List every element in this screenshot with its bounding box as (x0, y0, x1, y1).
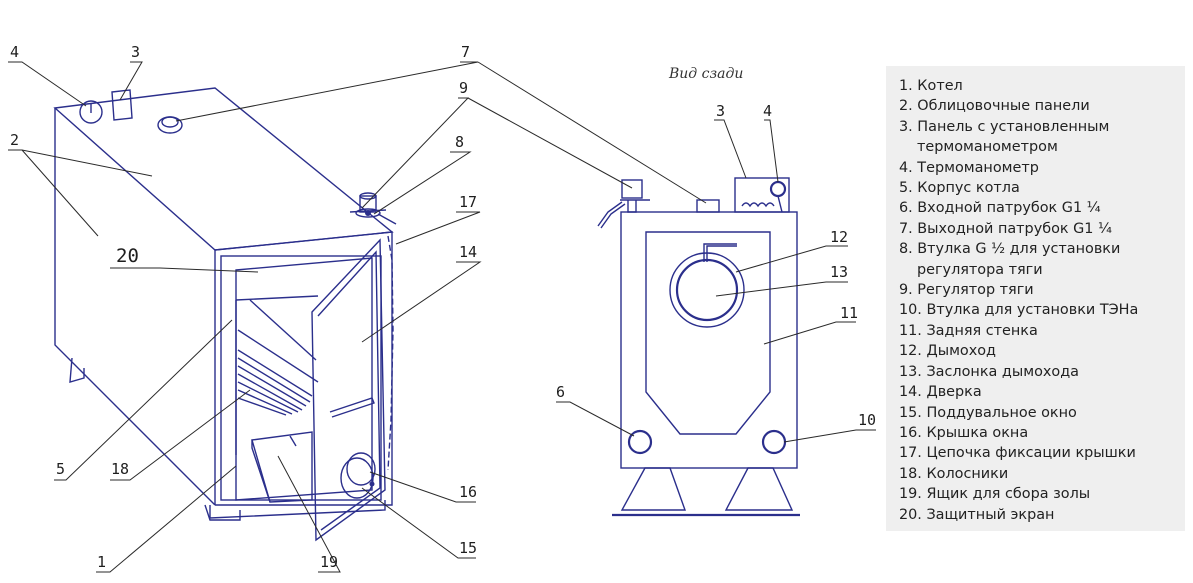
inlet-pipe (627, 429, 653, 455)
callout-11: 11 (840, 304, 858, 322)
flue-damper (675, 258, 739, 322)
legend-item: 14. Дверка (899, 382, 1185, 402)
callout-numbers: 4 3 2 7 9 8 17 20 14 5 18 1 19 16 15 3 4… (10, 43, 876, 571)
heater-bushing (761, 429, 787, 455)
legend-item-text: 1. Котел (899, 78, 963, 94)
legend-item: 18. Колосники (899, 464, 1185, 484)
legend-item-text: 20. Защитный экран (899, 506, 1055, 523)
legend-item-text: 8. Втулка G ½ для установки (899, 241, 1121, 258)
legend-item-text: 5. Корпус котла (899, 180, 1020, 197)
boiler-side-face (54, 108, 216, 506)
legend-item-text: 3. Панель с установленным (899, 118, 1110, 135)
legend-item: 1. Котел (899, 76, 1185, 96)
draught-regulator (349, 192, 397, 225)
legend-item: 16. Крышка окна (899, 423, 1185, 443)
legend-item: 20. Защитный экран (899, 505, 1185, 525)
legend-list: 1. Котел 2. Облицовочные панели 3. Панел… (899, 76, 1185, 525)
front-view (53, 87, 397, 542)
legend-item: 13. Заслонка дымохода (899, 362, 1185, 382)
rear-view: Вид сзади (597, 66, 800, 517)
callout-14: 14 (459, 243, 477, 261)
legend-item: 9. Регулятор тяги (899, 280, 1185, 300)
callout-3: 3 (131, 43, 140, 61)
grate-bars (237, 349, 313, 416)
legend-item-text: 18. Колосники (899, 465, 1009, 482)
thermomanometer (79, 100, 103, 124)
legend-item-text: 7. Выходной патрубок G1 ¼ (899, 220, 1112, 237)
callout-8: 8 (455, 133, 464, 151)
legend-item-continuation: термоманометром (917, 139, 1058, 156)
callout-2: 2 (10, 131, 19, 149)
callout-7: 7 (461, 43, 470, 61)
boiler-top-face (53, 87, 394, 251)
callout-15: 15 (459, 539, 477, 557)
legend-item: 10. Втулка для установки ТЭНа (899, 300, 1185, 320)
legend-item: 2. Облицовочные панели (899, 96, 1185, 116)
legend-item: 8. Втулка G ½ для установки регулятора тя… (899, 239, 1185, 280)
rear-thermometer-panel (734, 177, 790, 213)
callout-16: 16 (459, 483, 477, 501)
callout-5: 5 (56, 460, 65, 478)
callout-10: 10 (858, 411, 876, 429)
legend-item: 4. Термоманометр (899, 158, 1185, 178)
protective-screen (235, 257, 373, 501)
legend-item: 6. Входной патрубок G1 ¼ (899, 198, 1185, 218)
rear-thermomanometer (769, 180, 787, 198)
legend-item-text: 12. Дымоход (899, 343, 996, 360)
callout-13: 13 (830, 263, 848, 281)
legend-item: 11. Задняя стенка (899, 321, 1185, 341)
callout-rear-4: 4 (763, 102, 772, 120)
legend-item-text: 10. Втулка для установки ТЭНа (899, 302, 1139, 319)
callout-18: 18 (111, 460, 129, 478)
door (311, 238, 386, 542)
legend-item-text: 6. Входной патрубок G1 ¼ (899, 200, 1101, 217)
legend-item-text: 11. Задняя стенка (899, 322, 1038, 339)
ash-box (251, 431, 313, 503)
legend-item-text: 9. Регулятор тяги (899, 282, 1034, 299)
legend-item-text: 17. Цепочка фиксации крышки (899, 445, 1136, 462)
legend-item-text: 14. Дверка (899, 384, 982, 401)
legend-item: 7. Выходной патрубок G1 ¼ (899, 219, 1185, 239)
thermometer-panel (111, 89, 133, 121)
flue (669, 252, 745, 328)
cover-chain (387, 235, 394, 471)
callout-12: 12 (830, 228, 848, 246)
callout-6: 6 (556, 383, 565, 401)
legend-item-text: 4. Термоманометр (899, 159, 1039, 176)
outlet-pipe (157, 116, 183, 134)
rear-leg-right (724, 467, 794, 511)
legend-item-text: 2. Облицовочные панели (899, 98, 1090, 115)
legend-item-text: 13. Заслонка дымохода (899, 363, 1079, 380)
rear-leg-left (620, 467, 686, 511)
callout-17: 17 (459, 193, 477, 211)
callout-1: 1 (97, 553, 106, 571)
callout-4: 4 (10, 43, 19, 61)
legend-item-text: 19. Ящик для сбора золы (899, 486, 1091, 503)
window-cover (346, 452, 376, 486)
legend-item: 19. Ящик для сбора золы (899, 484, 1185, 504)
legend-item: 17. Цепочка фиксации крышки (899, 443, 1185, 463)
callout-9: 9 (459, 79, 468, 97)
legend-item: 15. Поддувальное окно (899, 403, 1185, 423)
legend-item-continuation: регулятора тяги (917, 261, 1043, 278)
back-wall (645, 231, 771, 435)
callout-19: 19 (320, 553, 338, 571)
callout-20: 20 (116, 245, 139, 267)
rear-view-caption: Вид сзади (668, 66, 743, 82)
legend-item-text: 16. Крышка окна (899, 424, 1029, 441)
legend-item: 5. Корпус котла (899, 178, 1185, 198)
callout-rear-3: 3 (716, 102, 725, 120)
legend-item-text: 15. Поддувальное окно (899, 404, 1077, 421)
leader-lines (8, 61, 876, 573)
legend-panel: 1. Котел 2. Облицовочные панели 3. Панел… (886, 66, 1185, 531)
legend-item: 3. Панель с установленным термоманометром (899, 117, 1185, 158)
legend-item: 12. Дымоход (899, 341, 1185, 361)
